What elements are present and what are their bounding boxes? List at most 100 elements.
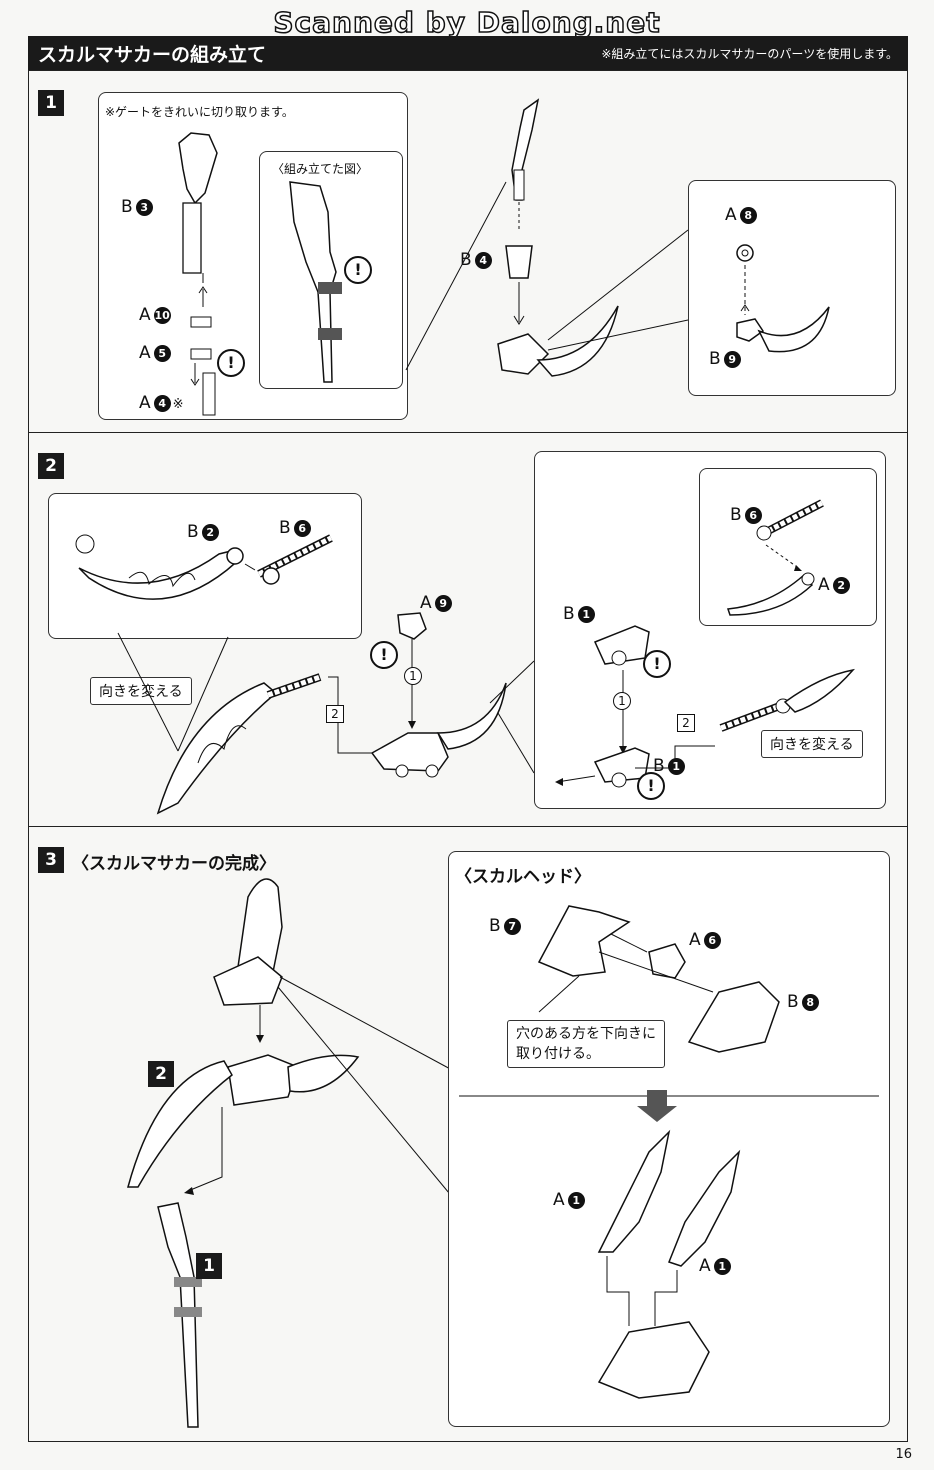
grip-parts-drawing	[555, 625, 855, 788]
grip-detail-drawing	[726, 499, 824, 616]
turn-direction-label-right: 向きを変える	[761, 730, 863, 758]
part-number: 4	[474, 252, 492, 269]
letter: B	[279, 518, 291, 538]
page-header: スカルマサカーの組み立て ※組み立てにはスカルマサカーのパーツを使用します。	[28, 36, 908, 70]
letter: B	[653, 756, 665, 776]
letter: A	[553, 1190, 565, 1210]
scythe-blade-drawing	[75, 534, 333, 600]
part-number: 2	[201, 524, 219, 541]
note-mark: ※	[172, 397, 184, 412]
order-1-marker: 1	[613, 692, 631, 710]
hole-orientation-note: 穴のある方を下向きに 取り付ける。	[507, 1020, 665, 1068]
warning-icon: !	[643, 650, 671, 678]
turn-direction-label-left: 向きを変える	[90, 677, 192, 705]
part-number: 6	[703, 932, 721, 949]
hole-note-line-1: 穴のある方を下向きに	[516, 1026, 656, 1042]
skull-head-title: 〈スカルヘッド〉	[455, 867, 591, 887]
part-number: 1	[567, 1192, 585, 1209]
letter: A	[139, 393, 151, 413]
instruction-frame	[28, 70, 908, 1442]
skull-head-drawing	[459, 905, 879, 1399]
assembled-view-title: 〈組み立てた図〉	[272, 162, 369, 176]
assembled-view-box: 〈組み立てた図〉 !	[259, 151, 403, 389]
letter: B	[187, 522, 199, 542]
step-1-number: 1	[38, 90, 64, 116]
part-number: 9	[434, 595, 452, 612]
order-2-marker: 2	[677, 714, 695, 732]
step-3-section: 3 〈スカルマサカーの完成〉 2 1 〈スカルヘッド〉	[28, 826, 908, 1441]
parts-note: ※組み立てにはスカルマサカーのパーツを使用します。	[601, 47, 898, 61]
step-3-number: 3	[38, 847, 64, 873]
letter: B	[730, 505, 742, 525]
part-number: 1	[667, 758, 685, 775]
part-number: 6	[293, 520, 311, 537]
letter: B	[489, 916, 501, 936]
part-number: 9	[723, 351, 741, 368]
step-2-number: 2	[38, 453, 64, 479]
warning-icon: !	[370, 641, 398, 669]
letter: A	[689, 930, 701, 950]
assembled-blade-drawing	[289, 181, 342, 383]
letter: B	[121, 197, 133, 217]
part-number: 8	[739, 207, 757, 224]
part-number: 10	[153, 307, 171, 324]
blade-parts-drawing	[178, 132, 218, 416]
claw-parts-drawing	[736, 244, 830, 353]
letter: B	[460, 250, 472, 270]
letter: A	[139, 343, 151, 363]
part-number: 3	[135, 199, 153, 216]
completed-weapon-drawing	[127, 878, 455, 1428]
warning-icon: !	[637, 772, 665, 800]
warning-icon: !	[217, 349, 245, 377]
part-number: 8	[801, 994, 819, 1011]
part-number: 5	[153, 345, 171, 362]
gate-note: ※ゲートをきれいに切り取ります。	[105, 105, 294, 119]
step-1-center-drawing	[405, 98, 689, 377]
page-title: スカルマサカーの組み立て	[38, 44, 267, 66]
order-1-marker: 1	[404, 667, 422, 685]
letter: A	[139, 305, 151, 325]
part-number: 1	[577, 606, 595, 623]
ref-step-1: 1	[196, 1253, 222, 1279]
order-2-marker: 2	[326, 705, 344, 723]
part-number: 1	[713, 1258, 731, 1275]
page-number: 16	[895, 1447, 912, 1462]
step-3-title: 〈スカルマサカーの完成〉	[72, 854, 276, 874]
hole-note-line-2: 取り付ける。	[516, 1046, 600, 1062]
part-number: 6	[744, 507, 762, 524]
letter: A	[420, 593, 432, 613]
letter: B	[563, 604, 575, 624]
part-number: 4	[153, 395, 171, 412]
ref-step-2: 2	[148, 1061, 174, 1087]
letter: A	[725, 205, 737, 225]
scan-watermark: Scanned by Dalong.net	[273, 5, 661, 40]
letter: B	[709, 349, 721, 369]
warning-icon: !	[344, 256, 372, 284]
letter: B	[787, 992, 799, 1012]
part-number: 2	[832, 577, 850, 594]
